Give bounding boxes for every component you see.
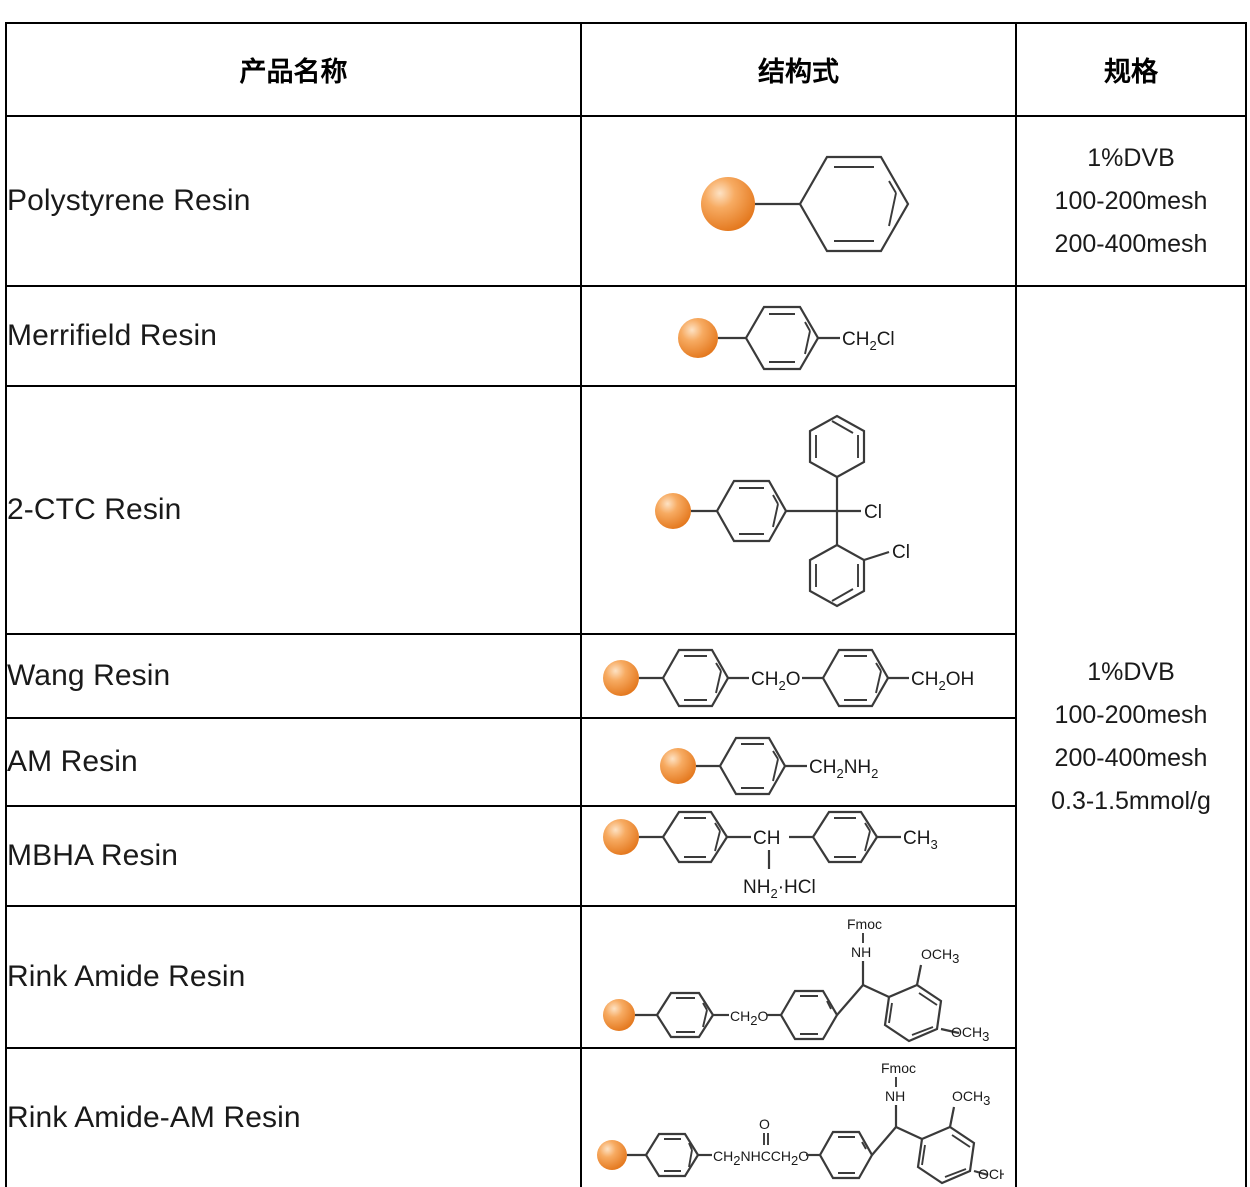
mbha-structure: CH NH2·HCl CH3 bbox=[602, 810, 938, 901]
benzene-ring bbox=[715, 479, 787, 542]
specification-cell: 1%DVB 100-200mesh 200-400mesh 0.3-1.5mmo… bbox=[1015, 285, 1247, 1187]
benzene-ring-1 bbox=[655, 991, 714, 1039]
2-ctc-structure: Cl bbox=[654, 414, 910, 607]
label-ch: CH bbox=[753, 828, 780, 849]
label-ch3: CH3 bbox=[903, 828, 938, 852]
label-nh2-hcl: NH2·HCl bbox=[743, 877, 816, 901]
label-fmoc: Fmoc bbox=[881, 1060, 916, 1076]
spec-line: 100-200mesh bbox=[1054, 701, 1208, 729]
spec-line: 0.3-1.5mmol/g bbox=[1051, 787, 1211, 815]
polymer-bead-icon bbox=[602, 660, 639, 696]
label-carbonyl-o: O bbox=[759, 1116, 770, 1132]
rink-amide-structure: CH2O NH Fmoc bbox=[602, 916, 989, 1044]
label-och3-top: OCH3 bbox=[952, 1088, 990, 1108]
spec-line: 200-400mesh bbox=[1054, 744, 1208, 772]
label-ch2cl: CH2Cl bbox=[842, 329, 895, 353]
spec-line: 1%DVB bbox=[1087, 143, 1175, 172]
structure-cell: CH2O CH2OH bbox=[580, 633, 1017, 719]
dimethoxy-benzene-ring bbox=[862, 964, 959, 1043]
product-name-cell: 2-CTC Resin bbox=[5, 385, 582, 635]
label-och3-bottom: OCH3 bbox=[951, 1024, 989, 1044]
label-och3-bottom: OCH3 bbox=[978, 1166, 1004, 1186]
benzene-ring-1 bbox=[644, 1132, 699, 1178]
table-row: Merrifield Resin bbox=[5, 285, 1247, 1187]
am-structure: CH2NH2 bbox=[659, 736, 878, 796]
product-name-cell: Polystyrene Resin bbox=[5, 115, 582, 287]
label-ch2oh: CH2OH bbox=[911, 669, 974, 693]
benzene-ring-1 bbox=[661, 648, 729, 708]
structure-cell: CH2NH2 bbox=[580, 717, 1017, 807]
product-name-cell: Rink Amide Resin bbox=[5, 905, 582, 1049]
benzene-ring-2 bbox=[821, 648, 889, 708]
benzene-ring-2 bbox=[811, 810, 878, 863]
spec-line: 100-200mesh bbox=[1054, 186, 1208, 215]
structure-cell: CH2NHCCH2O O NH bbox=[580, 1047, 1017, 1187]
label-fmoc: Fmoc bbox=[847, 916, 882, 932]
structure-cell: Cl bbox=[580, 385, 1017, 635]
benzene-ring-2 bbox=[779, 989, 838, 1041]
polymer-bead-icon bbox=[677, 318, 718, 358]
benzene-ring bbox=[744, 305, 819, 371]
product-name-cell: Rink Amide-AM Resin bbox=[5, 1047, 582, 1187]
label-och3-top: OCH3 bbox=[921, 946, 959, 966]
table-row: 2-CTC Resin bbox=[5, 385, 1246, 635]
table-row: MBHA Resin bbox=[5, 805, 1246, 907]
benzene-ring bbox=[798, 155, 909, 253]
phenyl-ring-top bbox=[808, 414, 865, 478]
header-specification: 规格 bbox=[1015, 22, 1247, 117]
product-name-cell: AM Resin bbox=[5, 717, 582, 807]
polymer-bead-icon bbox=[654, 492, 691, 529]
structure-cell: CH NH2·HCl CH3 bbox=[580, 805, 1017, 907]
polystyrene-structure bbox=[700, 155, 909, 253]
benzene-ring bbox=[718, 736, 786, 796]
table-row: Rink Amide-AM Resin bbox=[5, 1047, 1246, 1187]
label-cl-bottom: Cl bbox=[892, 542, 910, 563]
benzene-ring-2 bbox=[818, 1130, 873, 1180]
label-ch2nh2: CH2NH2 bbox=[809, 757, 878, 781]
header-structure: 结构式 bbox=[580, 22, 1017, 117]
label-ch2o: CH2O bbox=[730, 1008, 768, 1028]
label-cl-top: Cl bbox=[864, 502, 882, 523]
table-row: Wang Resin bbox=[5, 633, 1246, 719]
rink-amide-am-structure: CH2NHCCH2O O NH bbox=[596, 1060, 1004, 1186]
product-name-cell: Wang Resin bbox=[5, 633, 582, 719]
resin-product-table: 产品名称 结构式 规格 Polystyrene Resin bbox=[5, 22, 1247, 1187]
polymer-bead-icon bbox=[602, 999, 635, 1031]
header-product-name: 产品名称 bbox=[5, 22, 582, 117]
wang-structure: CH2O CH2OH bbox=[602, 648, 974, 708]
polymer-bead-icon bbox=[700, 177, 755, 231]
table-row: AM Resin bbox=[5, 717, 1246, 807]
specification-cell: 1%DVB 100-200mesh 200-400mesh bbox=[1015, 115, 1247, 287]
spec-line: 200-400mesh bbox=[1054, 229, 1208, 258]
label-amide-chain: CH2NHCCH2O bbox=[713, 1148, 809, 1168]
polymer-bead-icon bbox=[602, 818, 639, 855]
merrifield-structure: CH2Cl bbox=[677, 305, 895, 371]
structure-cell: CH2Cl bbox=[580, 285, 1017, 387]
structure-cell bbox=[580, 115, 1017, 287]
benzene-ring-1 bbox=[661, 810, 728, 863]
table-row: Polystyrene Resin bbox=[5, 115, 1247, 287]
label-nh: NH bbox=[885, 1088, 905, 1104]
table-row: Rink Amide Resin bbox=[5, 905, 1246, 1049]
structure-cell: CH2O NH Fmoc bbox=[580, 905, 1017, 1049]
label-nh: NH bbox=[851, 944, 871, 960]
spec-line: 1%DVB bbox=[1087, 658, 1175, 686]
product-name-cell: Merrifield Resin bbox=[5, 285, 582, 387]
polymer-bead-icon bbox=[659, 748, 696, 784]
label-ch2o: CH2O bbox=[751, 669, 800, 693]
chlorophenyl-ring-bottom bbox=[808, 543, 889, 607]
table-header-row: 产品名称 结构式 规格 bbox=[5, 22, 1247, 117]
polymer-bead-icon bbox=[596, 1140, 627, 1170]
product-name-cell: MBHA Resin bbox=[5, 805, 582, 907]
dimethoxy-benzene-ring bbox=[895, 1106, 988, 1185]
